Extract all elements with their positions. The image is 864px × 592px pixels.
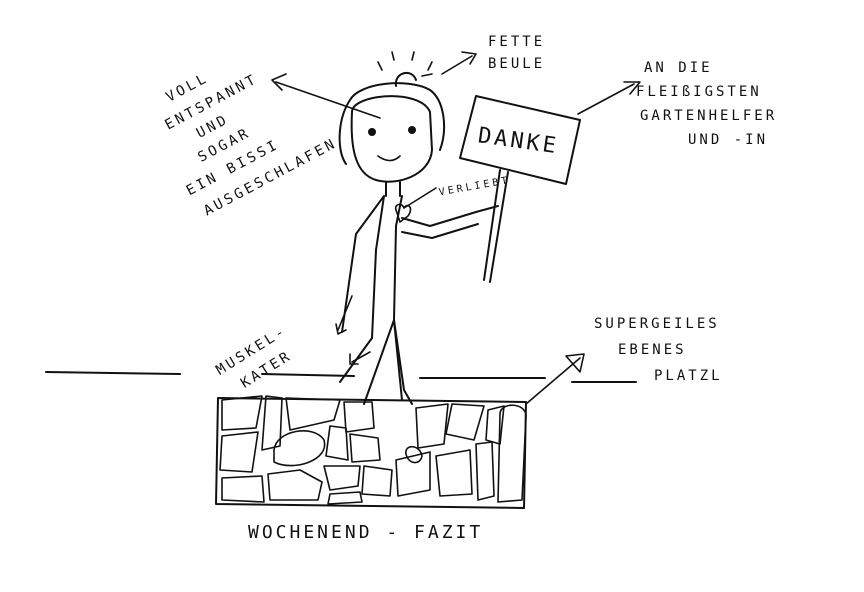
face [350,95,433,183]
bump-label: FETTE BEULE [488,34,545,72]
arm [401,205,499,239]
ground-lines [45,371,637,383]
relaxed-label: VOLL ENTSPANNT UND SOGAR EIN BISSI AUSGE… [162,70,340,219]
arrows [271,51,641,405]
in-love-label: VERLIEBT [438,175,511,198]
body [341,195,403,401]
svg-text:GARTENHELFER: GARTENHELFER [640,108,777,124]
smile [377,155,401,162]
platform-label: SUPERGEILES EBENES PLATZL [594,316,723,384]
annotations: VOLL ENTSPANNT UND SOGAR EIN BISSI AUSGE… [162,34,777,543]
svg-text:SUPERGEILES: SUPERGEILES [594,316,720,332]
thanks-target-label: AN DIE FLEIßIGSTEN GARTENHELFER UND -IN [636,60,777,148]
svg-text:BEULE: BEULE [488,56,545,72]
stone-wall [215,395,527,509]
hair [338,82,446,165]
svg-text:EBENES: EBENES [618,342,687,358]
sore-muscles-label: MUSKEL- KATER [213,323,295,392]
left-eye [368,128,376,136]
svg-text:FLEIßIGSTEN: FLEIßIGSTEN [636,84,762,100]
svg-text:AN DIE: AN DIE [644,60,713,76]
caption: WOCHENEND - FAZIT [248,522,483,543]
svg-text:FETTE: FETTE [488,34,545,50]
svg-text:PLATZL: PLATZL [654,368,723,384]
sign-text: DANKE [476,123,560,159]
bump-marks [377,51,433,77]
right-eye [408,126,416,134]
stick-figure [335,71,499,405]
svg-text:UND -IN: UND -IN [688,132,768,148]
